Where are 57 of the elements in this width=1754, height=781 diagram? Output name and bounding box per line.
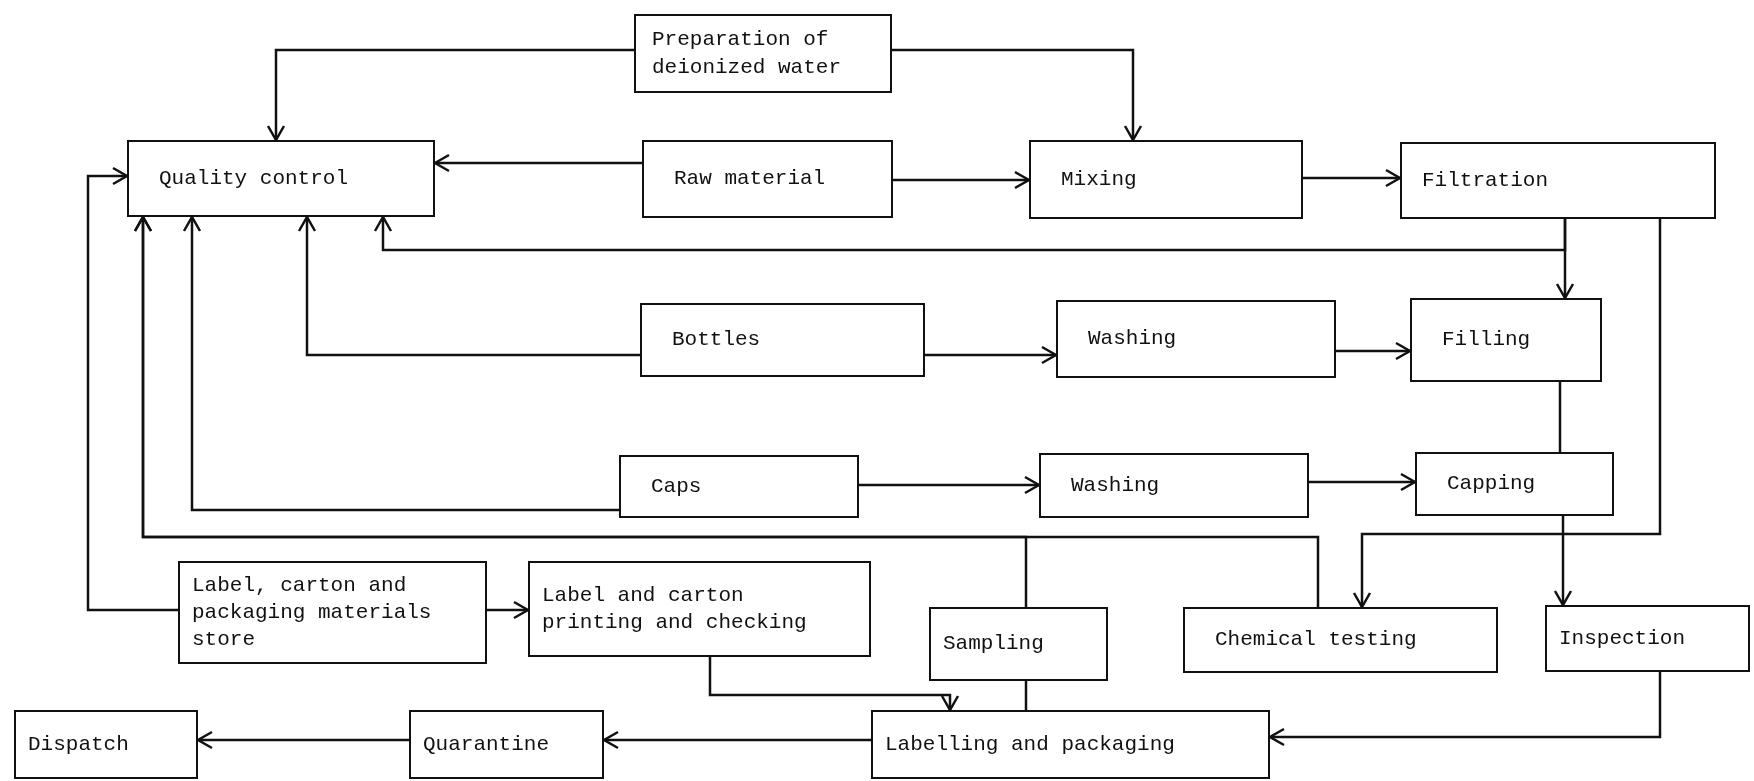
connector-line — [1558, 382, 1562, 452]
arrow — [182, 215, 619, 512]
process-box — [178, 561, 487, 664]
node-label: Chemical testing — [1215, 627, 1417, 654]
node-label: Quarantine — [423, 731, 550, 758]
node-label: Filtration — [1422, 167, 1549, 194]
arrow — [892, 48, 1143, 142]
node-label: Mixing — [1061, 166, 1137, 193]
arrow — [297, 215, 640, 357]
node-label: Label and carton printing and checking — [542, 582, 808, 636]
node-label: Washing — [1088, 326, 1177, 353]
arrow — [1553, 516, 1573, 607]
process-box — [1410, 298, 1602, 382]
node-label: Filling — [1442, 327, 1531, 354]
process-box — [929, 607, 1108, 681]
process-box — [640, 303, 925, 377]
process-box — [871, 710, 1270, 779]
arrow — [1309, 472, 1417, 492]
arrow — [708, 657, 960, 712]
node-label: Raw material — [674, 166, 826, 193]
arrow — [893, 170, 1031, 190]
arrow — [487, 600, 530, 620]
node-label: Caps — [651, 473, 702, 500]
process-box — [642, 140, 893, 218]
process-box — [14, 710, 198, 779]
process-box — [1029, 140, 1303, 219]
node-label: Dispatch — [28, 731, 129, 758]
process-box — [1545, 605, 1750, 672]
connector-line — [1024, 681, 1028, 710]
node-label: Washing — [1071, 472, 1160, 499]
process-box — [127, 140, 435, 217]
arrow — [1336, 341, 1412, 361]
process-box — [1400, 142, 1716, 219]
node-label: Preparation of deionized water — [652, 27, 843, 81]
process-box — [634, 14, 892, 93]
node-label: Inspection — [1559, 625, 1686, 652]
process-box — [1039, 453, 1309, 518]
arrow — [266, 48, 634, 142]
arrow — [1352, 219, 1662, 609]
arrow — [86, 166, 178, 612]
process-box — [1415, 452, 1614, 516]
node-label: Bottles — [672, 327, 761, 354]
node-label: Sampling — [943, 631, 1044, 658]
process-box — [528, 561, 871, 657]
process-box — [619, 455, 859, 518]
process-box — [1183, 607, 1498, 673]
arrow — [373, 215, 1567, 252]
process-box — [1056, 300, 1336, 378]
arrow — [859, 475, 1041, 495]
process-box — [409, 710, 604, 779]
node-label: Capping — [1447, 471, 1536, 498]
node-label: Label, carton and packaging materials store — [192, 572, 433, 654]
arrow — [133, 215, 1320, 607]
node-label: Quality control — [159, 165, 349, 192]
arrow — [1303, 168, 1402, 188]
node-label: Labelling and packaging — [885, 731, 1175, 758]
arrow — [925, 345, 1058, 365]
